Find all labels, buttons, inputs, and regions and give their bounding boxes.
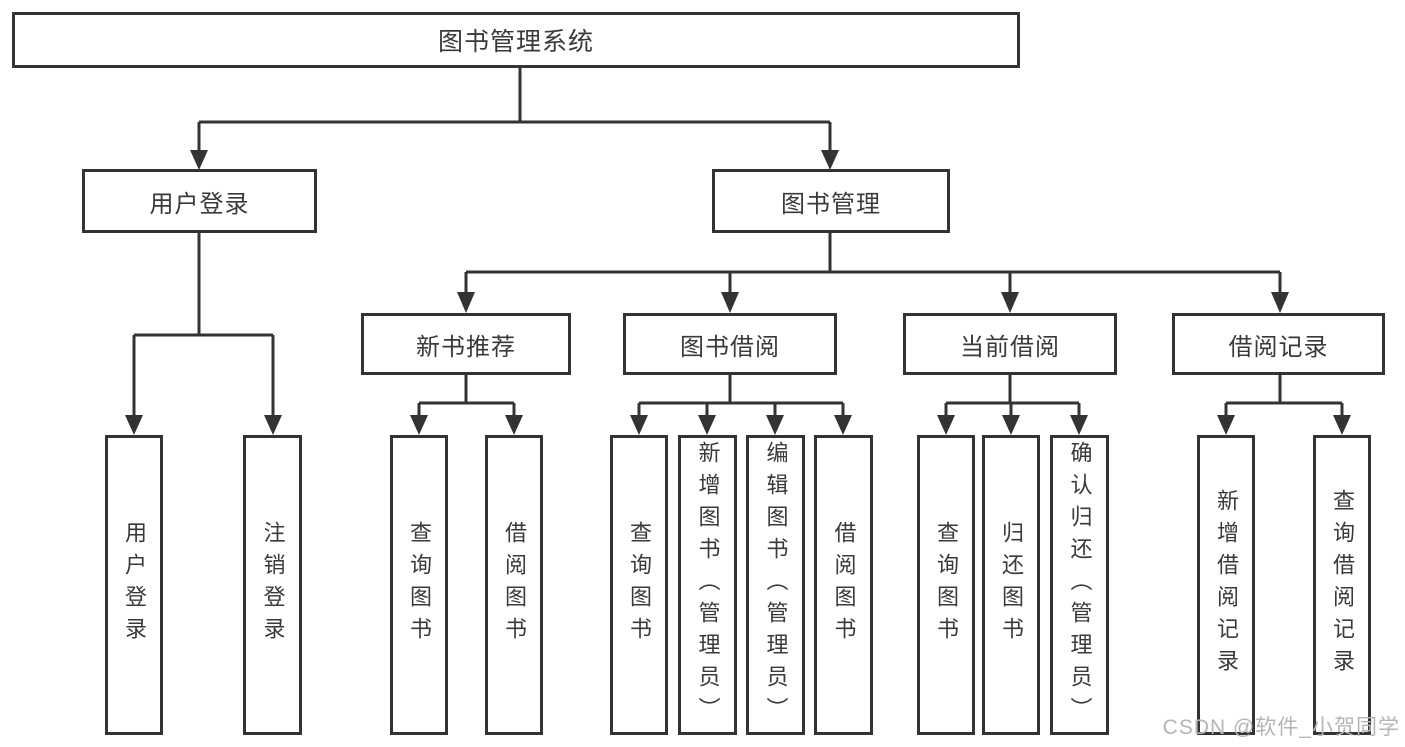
leaf-borrow-books-recommend: 借阅图书 xyxy=(485,435,543,735)
leaf-user-login: 用户登录 xyxy=(105,435,163,735)
leaf-add-books-admin: 新增图书（管理员） xyxy=(678,435,737,735)
connector-root-to-level2 xyxy=(190,68,839,170)
csdn-watermark: CSDN @软件_小贺同学 xyxy=(1162,716,1400,739)
node-borrow-records: 借阅记录 xyxy=(1172,313,1385,375)
leaf-query-books-borrow: 查询图书 xyxy=(610,435,668,735)
leaf-edit-books-admin: 编辑图书（管理员） xyxy=(746,435,805,735)
leaf-logout: 注销登录 xyxy=(243,435,302,735)
node-library-management-system: 图书管理系统 xyxy=(12,12,1020,68)
node-user-login: 用户登录 xyxy=(82,169,317,233)
connector-book-management-children xyxy=(457,233,1289,313)
leaf-query-books-recommend: 查询图书 xyxy=(390,435,448,735)
connector-book-borrow-children xyxy=(630,375,852,435)
node-book-borrow: 图书借阅 xyxy=(623,313,837,375)
node-new-book-recommend: 新书推荐 xyxy=(361,313,571,375)
leaf-confirm-return-admin: 确认归还（管理员） xyxy=(1050,435,1109,735)
leaf-query-borrow-record: 查询借阅记录 xyxy=(1313,435,1371,735)
leaf-query-books-current: 查询图书 xyxy=(917,435,975,735)
leaf-return-books: 归还图书 xyxy=(982,435,1040,735)
node-current-borrow: 当前借阅 xyxy=(903,313,1117,375)
connector-current-borrow-children xyxy=(937,375,1088,435)
connector-user-login-children xyxy=(125,233,282,435)
connector-borrow-records-children xyxy=(1217,375,1351,435)
leaf-borrow-books: 借阅图书 xyxy=(814,435,873,735)
leaf-add-borrow-record: 新增借阅记录 xyxy=(1197,435,1255,735)
connector-new-book-recommend-children xyxy=(410,375,523,435)
node-book-management: 图书管理 xyxy=(712,169,950,233)
